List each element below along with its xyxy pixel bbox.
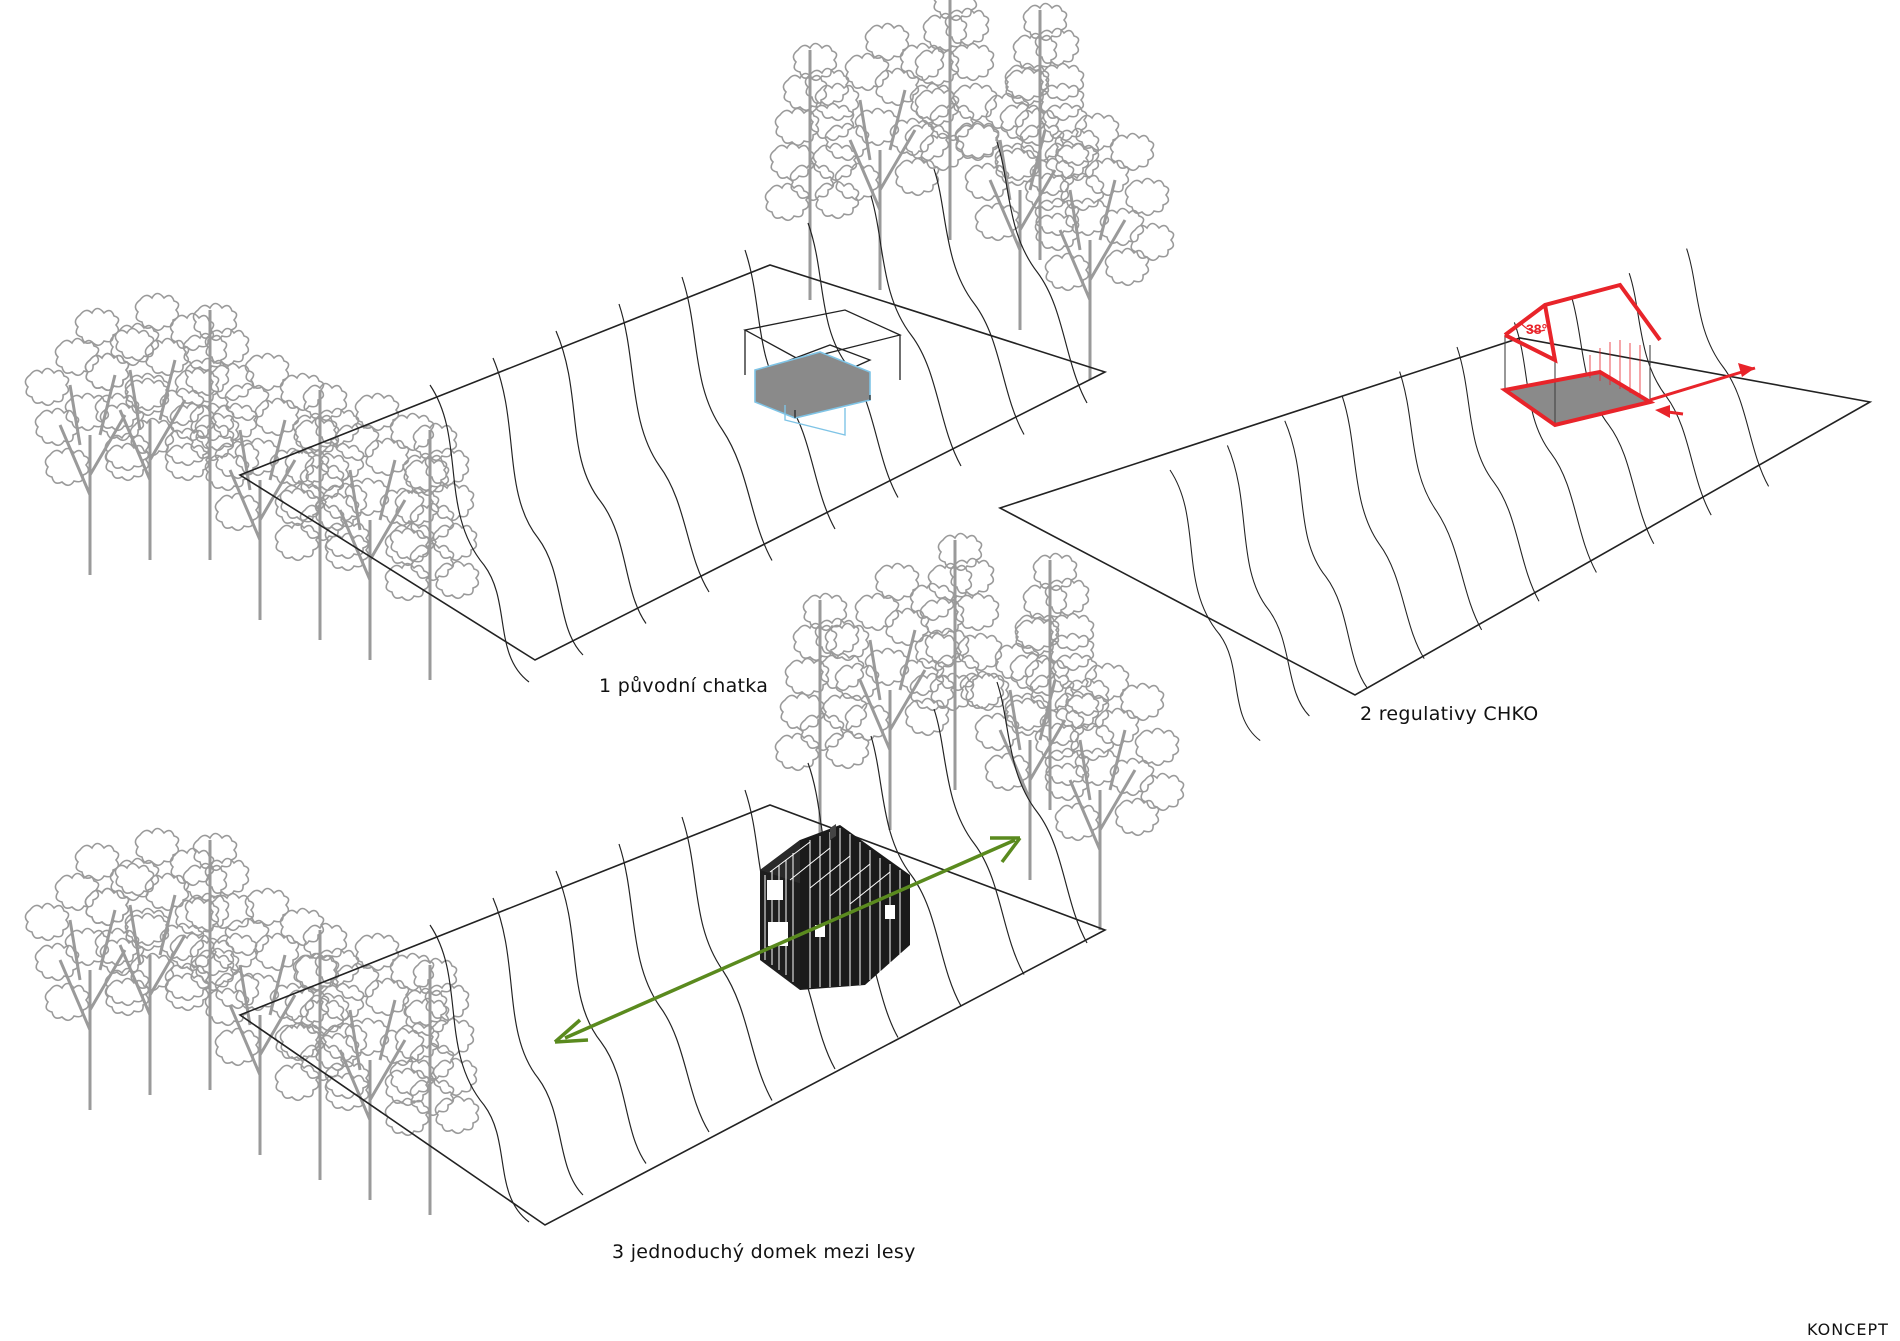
terrain-plate-3 <box>238 681 1107 1226</box>
panel-1-original-cabin <box>25 0 1173 683</box>
caption-panel-2: 2 regulativy CHKO <box>1360 703 1539 725</box>
regulation-house <box>1499 282 1756 428</box>
terrain-plate-1 <box>238 141 1108 683</box>
caption-panel-1: 1 původní chatka <box>599 675 769 697</box>
caption-panel-3: 3 jednoduchý domek mezi lesy <box>612 1241 916 1263</box>
trees-left-1 <box>25 294 478 681</box>
terrain-plate-2 <box>997 248 1873 742</box>
original-cabin <box>743 309 902 436</box>
page-label: KONCEPT <box>1807 1320 1889 1339</box>
footprint <box>1505 372 1650 425</box>
panel-2-chko-regulations: 38° <box>997 248 1873 742</box>
trees-right-1 <box>765 0 1173 380</box>
dark-house <box>760 824 910 990</box>
panel-3-simple-house <box>25 534 1183 1226</box>
view-axis-arrow <box>553 836 1022 1044</box>
angle-label: 38° <box>1526 321 1547 337</box>
trees-left-3 <box>25 829 478 1216</box>
